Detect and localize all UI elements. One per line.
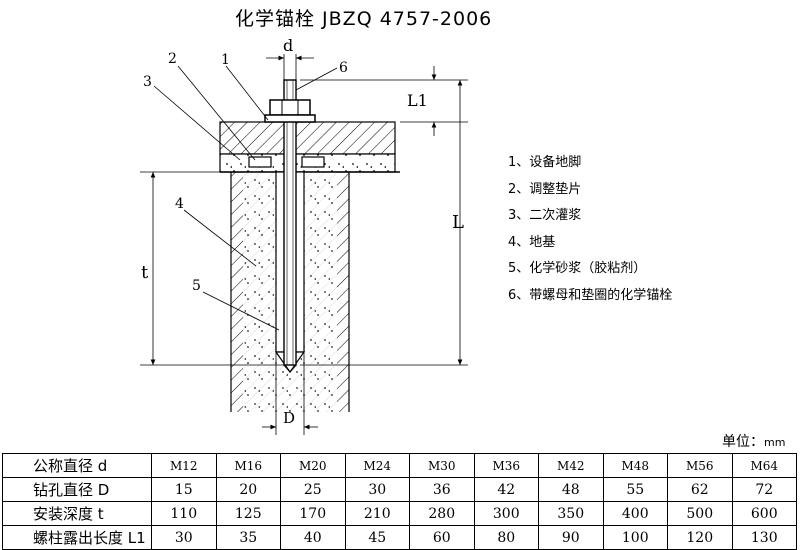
label-L: L	[452, 212, 464, 233]
table-cell: M30	[409, 453, 475, 478]
table-cell: 350	[538, 501, 604, 526]
table-row: 公称直径 d M12 M16 M20 M24 M30 M36 M42 M48 M…	[2, 453, 797, 478]
table-cell: M56	[667, 453, 733, 478]
table-cell: 30	[344, 477, 410, 502]
table-row: 螺柱露出长度 L1 30 35 40 45 60 80 90 100 120 1…	[2, 525, 797, 550]
legend-item: 2、调整垫片	[508, 181, 582, 197]
unit-label: 单位：	[722, 434, 764, 450]
table-cell: 120	[667, 525, 733, 550]
table-cell: 25	[280, 477, 346, 502]
nut	[269, 99, 311, 116]
row-header: 公称直径 d	[2, 453, 152, 478]
table-cell: 40	[280, 525, 346, 550]
anchor-bolt-diagram: d D L1 L t 1 2 3 4 5 6	[140, 36, 468, 435]
legend-item: 1、设备地脚	[508, 155, 582, 170]
table-cell: M12	[151, 453, 217, 478]
table-cell: M64	[731, 453, 797, 478]
table-cell: 36	[409, 477, 475, 502]
unit-note: 单位：mm	[722, 431, 785, 451]
row-header: 钻孔直径 D	[2, 477, 152, 502]
table-cell: 400	[602, 501, 668, 526]
table-cell: M20	[280, 453, 346, 478]
label-L1: L1	[407, 91, 428, 110]
table-cell: 35	[215, 525, 281, 550]
table-cell: 45	[344, 525, 410, 550]
table-cell: 100	[602, 525, 668, 550]
label-t: t	[141, 262, 149, 283]
label-1: 1	[221, 52, 230, 68]
equipment-foot	[219, 121, 396, 155]
table-cell: 130	[731, 525, 797, 550]
table-cell: 60	[409, 525, 475, 550]
legend-item: 5、化学砂浆（胶粘剂）	[508, 261, 647, 276]
table-cell: 110	[151, 501, 217, 526]
table-cell: 62	[667, 477, 733, 502]
label-d: d	[283, 36, 293, 55]
spec-table: 公称直径 d M12 M16 M20 M24 M30 M36 M42 M48 M…	[2, 453, 797, 550]
table-cell: 280	[409, 501, 475, 526]
table-cell: 42	[473, 477, 539, 502]
legend-item: 3、二次灌浆	[508, 208, 582, 223]
table-cell: M24	[344, 453, 410, 478]
table-cell: 210	[344, 501, 410, 526]
table-cell: 20	[215, 477, 281, 502]
table-cell: 600	[731, 501, 797, 526]
table-cell: 90	[538, 525, 604, 550]
legend-item: 6、带螺母和垫圈的化学锚栓	[508, 287, 673, 303]
table-cell: 30	[151, 525, 217, 550]
page-title: 化学锚栓 JBZQ 4757-2006	[235, 8, 493, 30]
table-cell: M36	[473, 453, 539, 478]
label-4: 4	[175, 196, 184, 212]
label-2: 2	[168, 51, 177, 67]
table-cell: 72	[731, 477, 797, 502]
label-3: 3	[143, 74, 152, 90]
table-cell: 500	[667, 501, 733, 526]
unit-value: mm	[764, 436, 786, 449]
table-row: 安装深度 t 110 125 170 210 280 300 350 400 5…	[2, 501, 797, 526]
table-cell: M16	[215, 453, 281, 478]
label-6: 6	[339, 60, 348, 76]
table-cell: 125	[215, 501, 281, 526]
shim-right	[301, 156, 325, 168]
washer	[264, 114, 316, 123]
table-row: 钻孔直径 D 15 20 25 30 36 42 48 55 62 72	[2, 477, 797, 502]
table-cell: M42	[538, 453, 604, 478]
label-D: D	[283, 409, 295, 427]
table-cell: 80	[473, 525, 539, 550]
table-cell: 15	[151, 477, 217, 502]
legend-item: 4、地基	[508, 234, 556, 250]
table-cell: 55	[602, 477, 668, 502]
table-cell: 170	[280, 501, 346, 526]
row-header: 螺柱露出长度 L1	[2, 525, 152, 550]
table-cell: M48	[602, 453, 668, 478]
shim-left	[248, 156, 272, 168]
legend: 1、设备地脚 2、调整垫片 3、二次灌浆 4、地基 5、化学砂浆（胶粘剂） 6、…	[508, 150, 672, 309]
label-5: 5	[192, 278, 201, 294]
table-cell: 48	[538, 477, 604, 502]
row-header: 安装深度 t	[2, 501, 152, 526]
table-cell: 300	[473, 501, 539, 526]
